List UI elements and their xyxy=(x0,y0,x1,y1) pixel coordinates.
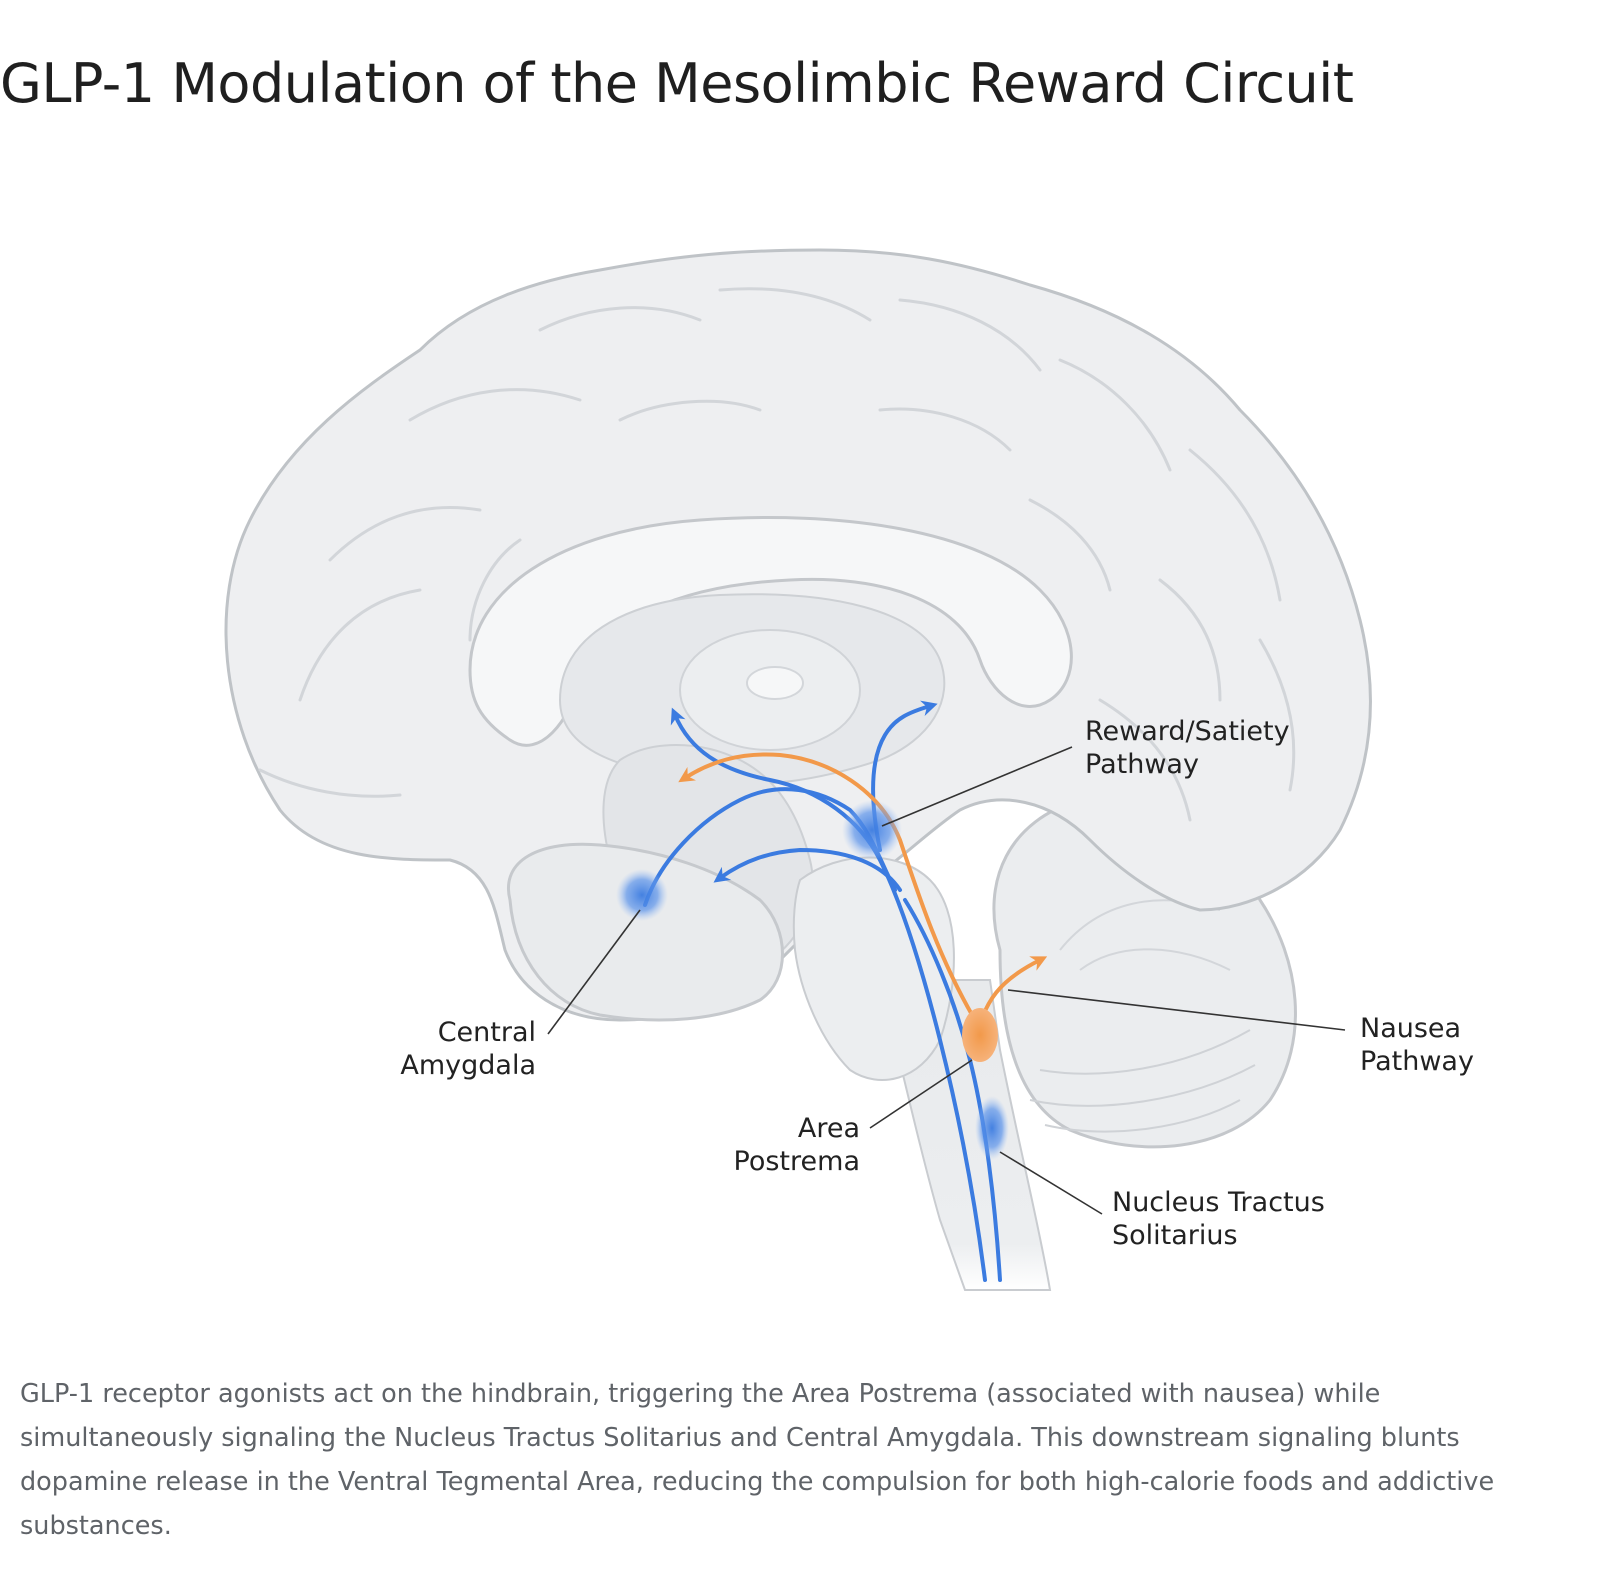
label-central-amygdala-line2: Amygdala xyxy=(400,1050,536,1081)
leader-area-postrema xyxy=(869,1059,973,1129)
brain-diagram: Reward/Satiety Pathway Central Amygdala … xyxy=(0,170,1600,1330)
label-reward-satiety: Reward/Satiety Pathway xyxy=(1085,715,1290,781)
label-nausea-line2: Pathway xyxy=(1360,1046,1474,1077)
temporal-lobe xyxy=(507,842,784,1022)
area-postrema-node xyxy=(962,1008,998,1062)
blue-path-left xyxy=(713,847,902,892)
label-nts: Nucleus Tractus Solitarius xyxy=(1112,1186,1325,1252)
page-title: GLP-1 Modulation of the Mesolimbic Rewar… xyxy=(0,52,1354,115)
label-area-postrema-line1: Area xyxy=(797,1113,860,1144)
caption: GLP-1 receptor agonists act on the hindb… xyxy=(20,1379,1495,1541)
label-reward-satiety-line1: Reward/Satiety xyxy=(1085,716,1290,747)
label-central-amygdala: Central Amygdala xyxy=(400,1016,536,1082)
central-amygdala-node xyxy=(616,869,668,921)
leader-nausea xyxy=(1007,989,1346,1031)
label-reward-satiety-line2: Pathway xyxy=(1085,749,1199,780)
label-central-amygdala-line1: Central xyxy=(437,1017,536,1048)
pons xyxy=(792,856,955,1081)
nts-node xyxy=(975,1096,1009,1160)
label-nts-line2: Solitarius xyxy=(1112,1220,1238,1251)
leader-reward xyxy=(881,746,1073,827)
reward-node xyxy=(842,800,902,860)
gyri xyxy=(258,287,1296,822)
label-area-postrema: Area Postrema xyxy=(720,1112,860,1178)
label-nausea-line1: Nausea xyxy=(1360,1013,1462,1044)
label-area-postrema-line2: Postrema xyxy=(733,1146,860,1177)
leader-lines xyxy=(547,746,1346,1215)
orange-path-up xyxy=(678,752,977,1022)
label-nts-line1: Nucleus Tractus xyxy=(1112,1187,1325,1218)
thalamus-core xyxy=(746,666,804,700)
blue-path-stem xyxy=(903,898,1002,1282)
brain-illustration xyxy=(224,248,1372,1291)
leader-amygdala xyxy=(547,909,641,1035)
leader-nts xyxy=(999,1151,1103,1215)
label-nausea: Nausea Pathway xyxy=(1360,1012,1474,1078)
